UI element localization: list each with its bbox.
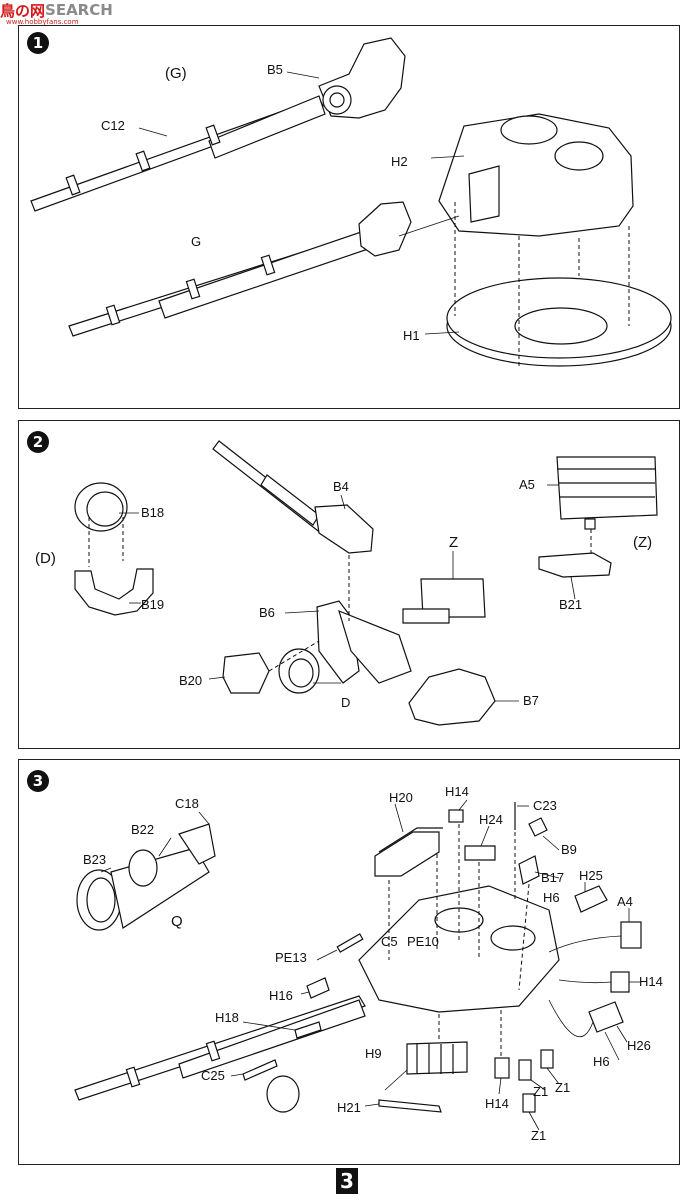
label-z1-right: Z1 — [555, 1080, 570, 1095]
label-h1: H1 — [403, 328, 420, 343]
label-b6: B6 — [259, 605, 275, 620]
label-h24: H24 — [479, 812, 503, 827]
label-c25: C25 — [201, 1068, 225, 1083]
label-h25: H25 — [579, 868, 603, 883]
label-b21: B21 — [559, 597, 582, 612]
label-h2: H2 — [391, 154, 408, 169]
label-h20: H20 — [389, 790, 413, 805]
label-b7: B7 — [523, 693, 539, 708]
label-h18: H18 — [215, 1010, 239, 1025]
label-z1-bottom: Z1 — [531, 1128, 546, 1143]
label-c23: C23 — [533, 798, 557, 813]
label-pe10: PE10 — [407, 934, 439, 949]
label-h14-bottom: H14 — [485, 1096, 509, 1111]
label-b17: B17 — [541, 870, 564, 885]
label-h6-upper: H6 — [543, 890, 560, 905]
label-b22: B22 — [131, 822, 154, 837]
watermark-part2: SEARCH — [45, 1, 113, 19]
label-h26: H26 — [627, 1038, 651, 1053]
watermark-url: www.hobbyfans.com — [6, 18, 79, 26]
step-1-illustration: (G) B5 C12 H2 G H1 — [30, 37, 672, 367]
step-1-panel: 1 — [18, 25, 680, 409]
step-3-number: 3 — [27, 770, 49, 792]
label-a4: A4 — [617, 894, 633, 909]
watermark-part1: 鳥の网 — [0, 1, 46, 20]
label-q: Q — [171, 913, 183, 930]
label-h16: H16 — [269, 988, 293, 1003]
label-g: G — [191, 234, 201, 249]
label-b19: B19 — [141, 597, 164, 612]
label-b4: B4 — [333, 479, 349, 494]
step-2-panel: 2 — [18, 420, 680, 749]
label-c18: C18 — [175, 796, 199, 811]
label-h6-lower: H6 — [593, 1054, 610, 1069]
label-z-paren: (Z) — [633, 534, 652, 551]
label-a5: A5 — [519, 477, 535, 492]
step-2-number: 2 — [27, 431, 49, 453]
label-h14-right: H14 — [639, 974, 663, 989]
label-b9: B9 — [561, 842, 577, 857]
label-h9: H9 — [365, 1046, 382, 1061]
label-g-paren: (G) — [165, 65, 187, 82]
label-b20: B20 — [179, 673, 202, 688]
step-3-panel: 3 — [18, 759, 680, 1165]
label-b23: B23 — [83, 852, 106, 867]
step-1-number: 1 — [27, 32, 49, 54]
label-h14-top: H14 — [445, 784, 469, 799]
label-h21: H21 — [337, 1100, 361, 1115]
step-2-illustration: B18 (D) B19 B4 Z A5 (Z) B21 B6 B20 D B7 — [35, 440, 658, 726]
page-number: 3 — [336, 1168, 358, 1194]
label-c12: C12 — [101, 118, 125, 133]
label-b18: B18 — [141, 505, 164, 520]
label-c5: C5 — [381, 934, 398, 949]
label-pe13: PE13 — [275, 950, 307, 965]
step-3-illustration: C18 B22 B23 Q H20 H14 C23 H24 B9 B17 H25… — [74, 784, 663, 1143]
label-d-paren: (D) — [35, 550, 56, 567]
label-z: Z — [449, 534, 458, 551]
label-d: D — [341, 695, 350, 710]
label-z1-mid: Z1 — [533, 1084, 548, 1099]
label-b5: B5 — [267, 62, 283, 77]
